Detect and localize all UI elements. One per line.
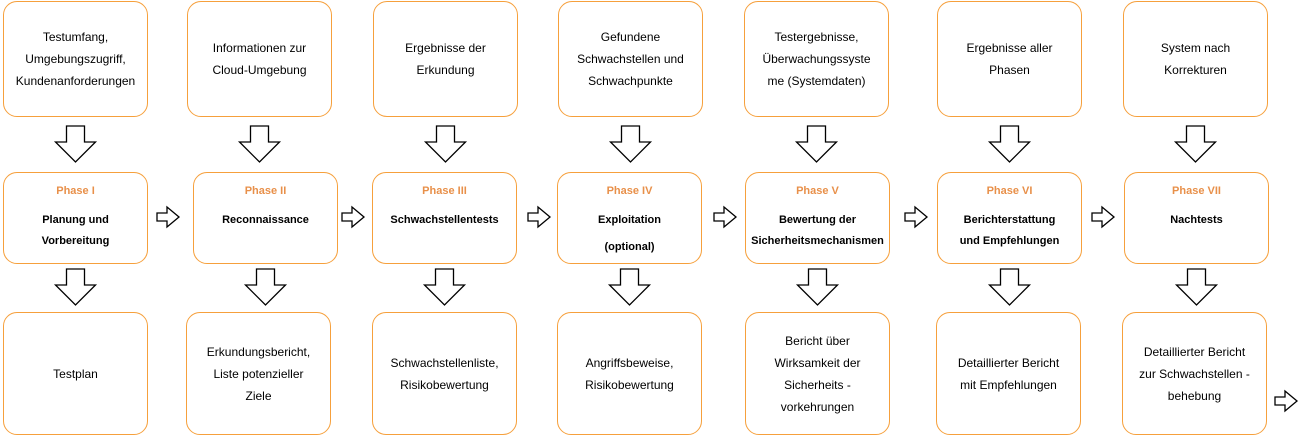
output-text-line: Schwachstellenliste,	[390, 355, 499, 370]
down-arrow-phase-to-output	[243, 268, 288, 306]
phase-label: Phase III	[422, 185, 467, 197]
output-text-line: vorkehrungen	[780, 399, 855, 414]
phase-title: Reconnaissance	[222, 214, 309, 226]
down-arrow-phase-to-output	[607, 268, 652, 306]
right-arrow-between-phases	[527, 205, 552, 229]
phase-title: Schwachstellentests	[390, 214, 499, 226]
phase-label: Phase IV	[606, 185, 653, 197]
output-box-7: Detaillierter Bericht zur Schwachstellen …	[1122, 312, 1267, 435]
right-arrow-between-phases	[713, 205, 738, 229]
output-text-line: Angriffsbeweise,	[585, 355, 674, 370]
right-arrow-between-phases	[1091, 205, 1116, 229]
phase-title: Bewertung der	[778, 214, 856, 226]
down-arrow-phase-to-output	[422, 268, 467, 306]
input-text-line: Testergebnisse,	[774, 30, 859, 44]
down-arrow-input-to-phase	[608, 125, 653, 163]
phase-box-2: Phase II Reconnaissance	[193, 172, 338, 264]
down-arrow-phase-to-output	[795, 268, 840, 306]
output-text-line: Risikobewertung	[400, 377, 489, 392]
input-text-line: Cloud-Umgebung	[212, 63, 307, 77]
right-arrow-between-phases	[904, 205, 929, 229]
output-text-line: zur Schwachstellen -	[1139, 366, 1250, 381]
input-text-line: Korrekturen	[1164, 63, 1227, 77]
down-arrow-input-to-phase	[423, 125, 468, 163]
right-arrow-between-phases	[341, 205, 366, 229]
down-arrow-phase-to-output	[987, 268, 1032, 306]
input-text-line: Phasen	[989, 63, 1030, 77]
right-arrow-between-phases	[156, 205, 181, 229]
down-arrow-input-to-phase	[53, 125, 98, 163]
input-text-line: Ergebnisse der	[405, 41, 486, 55]
input-text-line: Erkundung	[416, 63, 475, 77]
input-text-line: Umgebungszugriff,	[25, 52, 126, 66]
phase-label: Phase VI	[986, 185, 1033, 197]
output-text-line: Liste potenzieller	[213, 366, 304, 381]
phase-title: Planung und	[42, 214, 109, 226]
input-text-line: Gefundene	[600, 30, 661, 44]
phase-box-7: Phase VII Nachtests	[1124, 172, 1269, 264]
phase-box-6: Phase VI Berichterstattung und Empfehlunge…	[937, 172, 1082, 264]
input-text-line: Informationen zur	[212, 41, 307, 55]
phase-title: und Empfehlungen	[959, 235, 1060, 247]
down-arrow-phase-to-output	[1174, 268, 1219, 306]
input-text-line: Testumfang,	[42, 30, 109, 44]
output-box-3: Schwachstellenliste, Risikobewertung	[372, 312, 517, 435]
input-text-line: System nach	[1160, 41, 1231, 55]
output-text-line: Sicherheits -	[784, 377, 851, 392]
phase-title: Nachtests	[1170, 214, 1223, 226]
phase-title: Exploitation	[598, 214, 661, 226]
input-box-1: Testumfang, Umgebungszugriff, Kundenanford…	[3, 1, 148, 117]
output-text-line: Detaillierter Bericht	[957, 355, 1060, 370]
input-text-line: Kundenanforderungen	[15, 74, 136, 88]
output-text-line: Bericht über	[785, 333, 850, 348]
phase-title: Vorbereitung	[41, 235, 110, 247]
output-text-line: Detaillierter Bericht	[1143, 344, 1246, 359]
phase-subtitle: (optional)	[604, 241, 655, 253]
down-arrow-input-to-phase	[987, 125, 1032, 163]
input-text-line: Ergebnisse aller	[966, 41, 1053, 55]
input-text-line: me (Systemdaten)	[767, 74, 866, 88]
output-text-line: Erkundungsbericht,	[206, 344, 311, 359]
down-arrow-input-to-phase	[1173, 125, 1218, 163]
down-arrow-input-to-phase	[237, 125, 282, 163]
right-arrow-continuation	[1274, 389, 1299, 413]
phase-box-4: Phase IV Exploitation (optional)	[557, 172, 702, 264]
output-text-line: Risikobewertung	[585, 377, 674, 392]
output-text-line: mit Empfehlungen	[960, 377, 1057, 392]
output-box-6: Detaillierter Bericht mit Empfehlungen	[936, 312, 1081, 435]
output-box-1: Testplan	[3, 312, 148, 435]
output-text-line: Ziele	[245, 388, 272, 403]
phase-title: Sicherheitsmechanismen	[751, 235, 884, 247]
output-text-line: behebung	[1167, 388, 1222, 403]
down-arrow-phase-to-output	[53, 268, 98, 306]
down-arrow-input-to-phase	[794, 125, 839, 163]
phase-label: Phase V	[796, 185, 839, 197]
phase-label: Phase VII	[1172, 185, 1221, 197]
phase-box-3: Phase III Schwachstellentests	[372, 172, 517, 264]
phase-label: Phase I	[56, 185, 95, 197]
output-text-line: Testplan	[53, 366, 98, 381]
phase-title: Berichterstattung	[963, 214, 1056, 226]
input-text-line: Schwachstellen und	[577, 52, 684, 66]
input-text-line: Überwachungssyste	[762, 52, 871, 66]
output-text-line: Wirksamkeit der	[774, 355, 861, 370]
input-box-5: Testergebnisse, Überwachungssyste me (Syst…	[744, 1, 889, 117]
phase-label: Phase II	[244, 185, 287, 197]
input-text-line: Schwachpunkte	[588, 74, 673, 88]
output-box-4: Angriffsbeweise, Risikobewertung	[557, 312, 702, 435]
